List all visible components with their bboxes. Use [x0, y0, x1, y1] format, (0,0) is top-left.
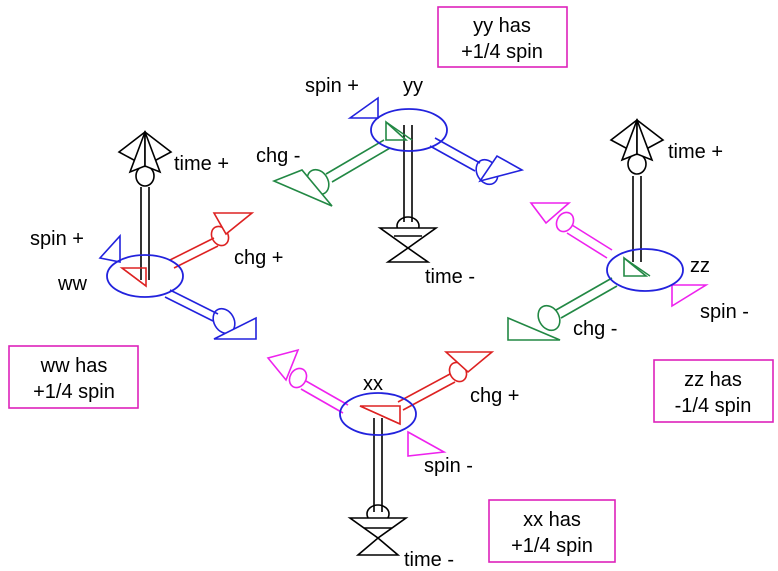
ww-spin-label: spin +	[30, 228, 84, 250]
zz-node-ring	[606, 248, 684, 292]
zz-summary-line1: zz has	[684, 369, 742, 391]
ww-summary-box: ww has +1/4 spin	[8, 345, 139, 409]
xx-summary-line1: xx has	[523, 509, 581, 531]
xx-spin-label: spin -	[424, 455, 473, 477]
yy-charge-flag	[385, 120, 409, 141]
yy-node-ring	[370, 108, 448, 152]
zz-time-plus-arrow	[609, 118, 665, 262]
zz-spin-minus-arm-upper	[529, 202, 613, 259]
zz-spin-label: spin -	[700, 301, 749, 323]
yy-spin-flag	[347, 96, 379, 119]
yy-summary-box: yy has +1/4 spin	[437, 6, 568, 68]
xx-summary-line2: +1/4 spin	[511, 535, 593, 557]
yy-time-minus-arrow	[377, 125, 439, 263]
zz-charge-label: chg -	[573, 318, 617, 340]
yy-time-label: time -	[425, 266, 475, 288]
xx-summary-box: xx has +1/4 spin	[488, 499, 616, 563]
xx-node-ring	[339, 392, 417, 436]
yy-charge-label: chg -	[256, 145, 300, 167]
yy-spin-label: spin +	[305, 75, 359, 97]
node-zz: zz spin - chg - time +	[507, 118, 749, 341]
yy-summary-line1: yy has	[473, 15, 531, 37]
ww-charge-label: chg +	[234, 247, 283, 269]
ww-charge-plus-arrow	[169, 212, 255, 269]
ww-spin-flag	[98, 233, 121, 263]
zz-label: zz	[690, 255, 710, 277]
zz-charge-flag	[623, 256, 649, 277]
ww-summary-line2: +1/4 spin	[33, 381, 115, 403]
ww-time-plus-arrow	[117, 130, 173, 280]
xx-spin-flag	[407, 430, 447, 457]
xx-charge-label: chg +	[470, 385, 519, 407]
yy-spin-plus-arrow	[429, 137, 525, 186]
yy-label: yy	[403, 75, 423, 97]
node-ww: ww spin + chg + time +	[30, 130, 283, 340]
zz-summary-line2: -1/4 spin	[675, 395, 752, 417]
ww-node-ring	[106, 254, 184, 298]
ww-time-label: time +	[174, 153, 229, 175]
zz-time-label: time +	[668, 141, 723, 163]
node-xx: xx spin - chg + time -	[266, 348, 519, 571]
zz-spin-flag	[671, 284, 709, 308]
xx-spin-minus-arm-upper	[266, 348, 349, 414]
node-yy: yy spin + chg - time -	[256, 75, 525, 288]
xx-label: xx	[363, 373, 383, 395]
zz-charge-minus-arrow	[507, 277, 618, 341]
ww-spin-arm-lower	[164, 289, 257, 340]
ww-label: ww	[57, 273, 87, 295]
ww-summary-line1: ww has	[40, 355, 108, 377]
xx-time-minus-arrow	[347, 418, 409, 556]
zz-summary-box: zz has -1/4 spin	[653, 359, 774, 423]
yy-summary-line2: +1/4 spin	[461, 41, 543, 63]
xx-time-label: time -	[404, 549, 454, 571]
yy-charge-minus-arrow	[271, 139, 391, 207]
